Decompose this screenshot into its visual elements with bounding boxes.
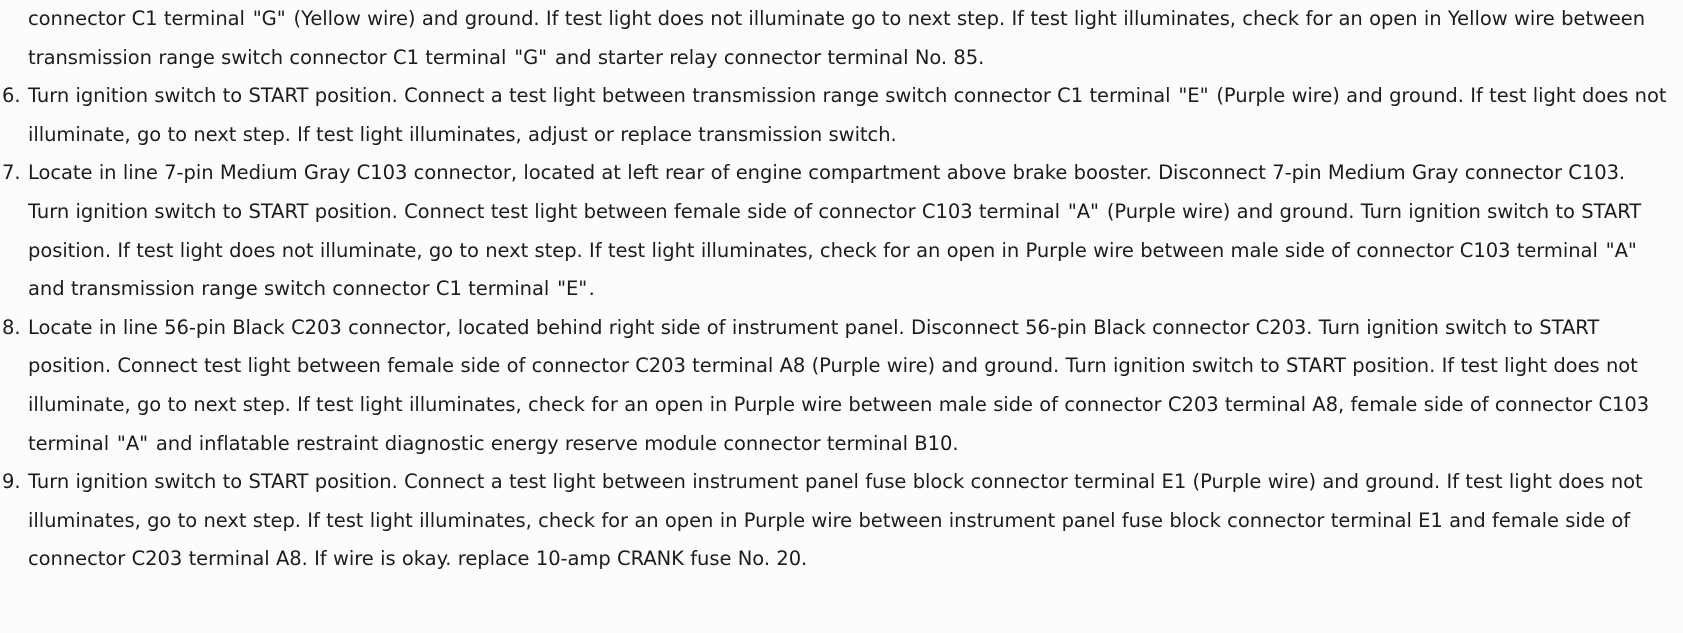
step-continuation: connector C1 terminal "G" (Yellow wire) … [0,0,1670,77]
step-text: Turn ignition switch to START position. … [28,470,1643,571]
step-text: Locate in line 56-pin Black C203 connect… [28,315,1650,455]
quoted-terminal: "G" [514,45,548,69]
quoted-terminal: "A" [1067,199,1099,223]
step-item: 9. Turn ignition switch to START position… [0,463,1670,579]
step-number: 9. [2,470,21,494]
step-item: 8. Locate in line 56-pin Black C203 conne… [0,309,1670,463]
quoted-terminal: "G" [252,7,286,30]
quoted-terminal: "A" [116,431,149,455]
step-number: 6. [2,84,21,108]
step-number: 7. [2,161,21,185]
step-text: Turn ignition switch to START position. … [28,84,1667,146]
step-item: 6. Turn ignition switch to START position… [0,77,1670,154]
step-text: Locate in line 7-pin Medium Gray C103 co… [28,161,1642,301]
quoted-terminal: "E" [1178,84,1209,108]
quoted-terminal: "A" [1605,238,1637,262]
diagnostic-step-list: connector C1 terminal "G" (Yellow wire) … [0,0,1670,579]
step-text: connector C1 terminal "G" (Yellow wire) … [28,7,1646,69]
quoted-terminal: "E" [557,277,588,301]
step-number: 8. [2,315,21,339]
step-item: 7. Locate in line 7-pin Medium Gray C103 … [0,154,1670,308]
